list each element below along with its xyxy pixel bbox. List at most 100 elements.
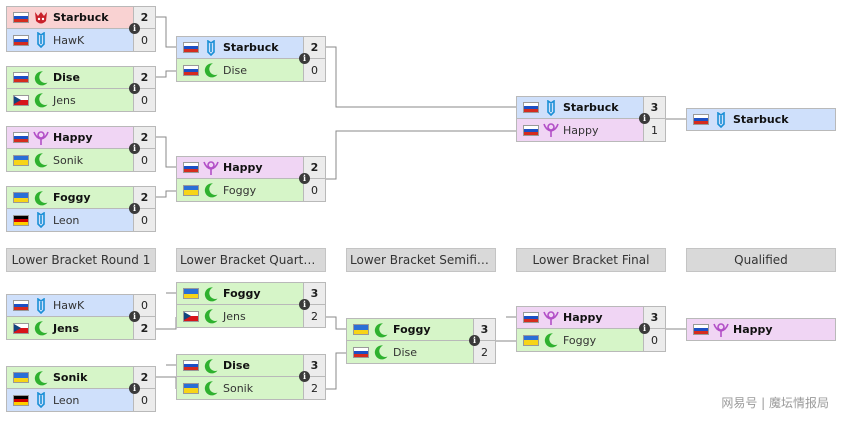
player-info: Dise bbox=[177, 59, 305, 81]
match-info-icon[interactable]: i bbox=[129, 383, 140, 394]
russia-flag-icon bbox=[523, 312, 539, 323]
player-name: Starbuck bbox=[733, 113, 789, 126]
zerg-icon bbox=[374, 345, 388, 360]
player-info: HawK bbox=[7, 295, 135, 316]
player-name: Leon bbox=[53, 393, 80, 407]
player-name: Happy bbox=[563, 123, 599, 137]
ukraine-flag-icon bbox=[183, 382, 199, 394]
zerg-icon bbox=[34, 321, 48, 336]
player-slot[interactable]: Happy 2 bbox=[6, 126, 156, 149]
germany-flag-icon bbox=[13, 214, 29, 226]
player-info: Starbuck bbox=[177, 37, 305, 58]
player-info: Happy bbox=[517, 119, 645, 141]
player-score: 2 bbox=[303, 157, 325, 178]
player-score: 0 bbox=[303, 179, 325, 201]
match-info-icon[interactable]: i bbox=[129, 83, 140, 94]
player-score: 2 bbox=[303, 37, 325, 58]
ukraine-flag-icon bbox=[353, 324, 369, 335]
zerg-icon bbox=[34, 190, 48, 205]
player-name: Foggy bbox=[223, 183, 257, 197]
match-info-icon[interactable]: i bbox=[129, 23, 140, 34]
player-slot[interactable]: Foggy 0 bbox=[516, 329, 666, 352]
ukraine-flag-icon bbox=[183, 184, 199, 196]
player-slot[interactable]: Sonik 2 bbox=[176, 377, 326, 400]
player-info: Foggy bbox=[177, 179, 305, 201]
player-score: 2 bbox=[133, 127, 155, 148]
player-name: Dise bbox=[53, 71, 80, 84]
match-info-icon[interactable]: i bbox=[129, 311, 140, 322]
player-name: Dise bbox=[393, 345, 418, 359]
terran-icon bbox=[37, 32, 45, 48]
player-name: Foggy bbox=[563, 333, 597, 347]
player-score: 0 bbox=[643, 329, 665, 351]
zerg-icon bbox=[204, 309, 218, 324]
match-info-icon[interactable]: i bbox=[299, 299, 310, 310]
player-info: Jens bbox=[7, 317, 135, 339]
player-score: 3 bbox=[473, 319, 495, 340]
player-score: 2 bbox=[303, 377, 325, 399]
player-info: Happy bbox=[177, 157, 305, 178]
russia-flag-icon bbox=[13, 300, 29, 311]
player-name: Happy bbox=[53, 131, 93, 144]
round-header: Lower Bracket Quarterfinals bbox=[176, 248, 326, 272]
match-info-icon[interactable]: i bbox=[129, 143, 140, 154]
qualified-player[interactable]: Happy bbox=[686, 318, 836, 341]
player-slot[interactable]: Foggy 0 bbox=[176, 179, 326, 202]
terran-icon bbox=[37, 297, 45, 314]
player-score: 0 bbox=[133, 389, 155, 411]
round-header: Qualified bbox=[686, 248, 836, 272]
player-score: 3 bbox=[303, 283, 325, 304]
match-info-icon[interactable]: i bbox=[639, 113, 650, 124]
match-info-icon[interactable]: i bbox=[299, 371, 310, 382]
zerg-icon bbox=[544, 333, 558, 348]
ukraine-flag-icon bbox=[13, 154, 29, 166]
protoss-icon bbox=[33, 130, 49, 145]
player-name: Sonik bbox=[223, 381, 254, 395]
protoss-icon bbox=[543, 310, 559, 325]
slovenia-flag-icon bbox=[693, 114, 709, 125]
russia-flag-icon bbox=[13, 132, 29, 143]
player-info: Dise bbox=[177, 355, 305, 376]
match-info-icon[interactable]: i bbox=[129, 203, 140, 214]
match-info-icon[interactable]: i bbox=[299, 173, 310, 184]
match-info-icon[interactable]: i bbox=[639, 323, 650, 334]
player-slot[interactable]: Leon 0 bbox=[6, 389, 156, 412]
player-slot[interactable]: Foggy 3 bbox=[176, 282, 326, 305]
qualified-player[interactable]: Starbuck bbox=[686, 108, 836, 131]
player-score: 2 bbox=[133, 317, 155, 339]
match-info-icon[interactable]: i bbox=[299, 53, 310, 64]
match-info-icon[interactable]: i bbox=[469, 335, 480, 346]
zerg-icon bbox=[34, 370, 48, 385]
player-name: Foggy bbox=[223, 287, 261, 300]
terran-icon bbox=[37, 212, 45, 228]
connector-line bbox=[156, 136, 176, 168]
player-score: 0 bbox=[133, 295, 155, 316]
